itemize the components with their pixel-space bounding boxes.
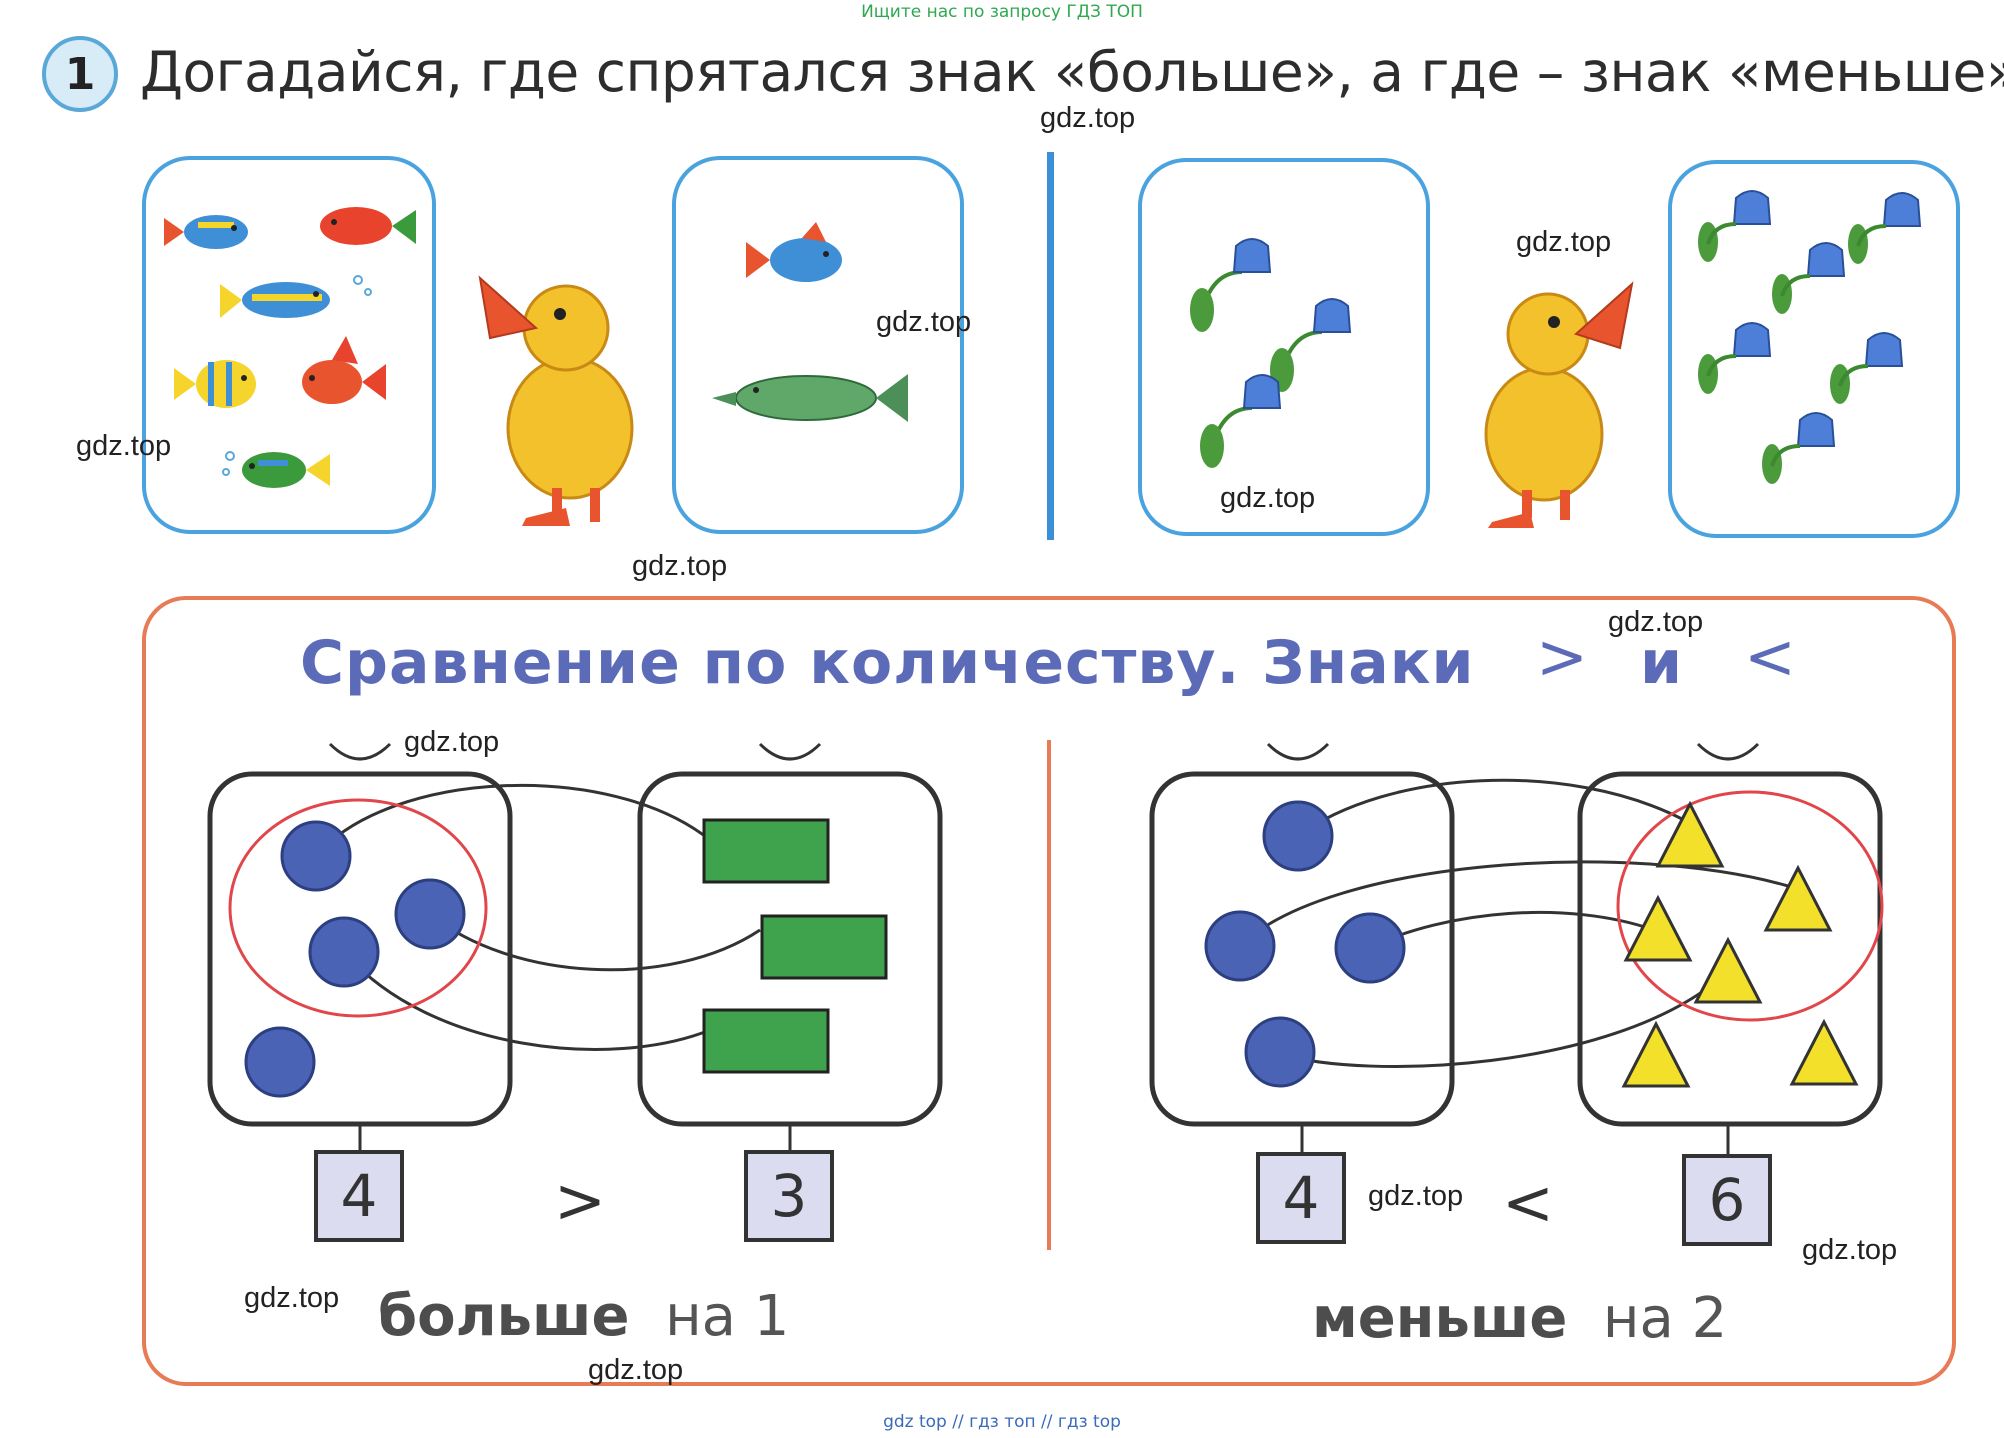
bluebell-icon xyxy=(1772,242,1846,314)
bluebell-icon xyxy=(1190,238,1272,332)
rectangle-shape xyxy=(760,914,888,980)
duckling-left xyxy=(466,268,646,535)
count-value: 4 xyxy=(340,1162,378,1230)
pairing-highlight xyxy=(228,798,488,1018)
triangle-shape xyxy=(1623,894,1693,962)
watermark: gdz.top xyxy=(244,1282,340,1314)
pike-icon xyxy=(712,374,908,422)
count-box-left: 4 xyxy=(314,1150,404,1242)
duckling-icon xyxy=(1484,281,1634,528)
count-box-right: 6 xyxy=(1682,1154,1772,1246)
circle-shape xyxy=(394,878,466,950)
triangle-shape xyxy=(1621,1020,1691,1088)
comparison-sign: > xyxy=(554,1164,606,1237)
section-title: Сравнение по количеству. Знаки xyxy=(300,628,1475,698)
title-sign-greater: > xyxy=(1536,620,1588,693)
bluebell-icon xyxy=(1698,322,1772,394)
greater-word: больше xyxy=(378,1284,630,1349)
bluebell-icon xyxy=(1270,298,1352,392)
watermark: gdz.top xyxy=(1368,1180,1464,1212)
task-instruction: Догадайся, где спрятался знак «больше», … xyxy=(140,40,2004,104)
triangle-shape xyxy=(1763,864,1833,932)
watermark: gdz.top xyxy=(404,726,500,758)
circle-shape xyxy=(1204,910,1276,982)
fish-icon xyxy=(174,360,256,408)
greater-tail: на 1 xyxy=(665,1284,790,1349)
fish-icon xyxy=(320,207,416,245)
bluebell-icon xyxy=(1848,192,1922,264)
count-value: 6 xyxy=(1708,1166,1746,1234)
watermark: gdz.top xyxy=(1802,1234,1898,1266)
less-word: меньше xyxy=(1312,1286,1568,1351)
circle-shape xyxy=(308,916,380,988)
count-value: 3 xyxy=(770,1162,808,1230)
watermark: gdz.top xyxy=(588,1354,684,1386)
triangle-shape xyxy=(1655,800,1725,868)
circle-shape xyxy=(280,820,352,892)
watermark: gdz.top xyxy=(1040,102,1136,134)
bluebell-icon xyxy=(1200,374,1282,468)
bluebells-many-frame xyxy=(1668,160,1960,538)
circle-shape xyxy=(1334,912,1406,984)
count-box-left: 4 xyxy=(1256,1152,1346,1244)
watermark: gdz.top xyxy=(1608,606,1704,638)
bluebell-icon xyxy=(1830,332,1904,404)
bluebell-icon xyxy=(1762,412,1836,484)
less-diagram xyxy=(1149,742,1884,1154)
greater-caption: больше на 1 xyxy=(378,1284,789,1349)
fish-few-frame xyxy=(672,156,964,534)
rectangle-shape xyxy=(702,818,830,884)
fish-group-illustration xyxy=(164,207,416,488)
header-note: Ищите нас по запросу ГДЗ ТОП xyxy=(861,2,1143,22)
duckling-icon xyxy=(478,275,634,526)
circle-shape xyxy=(1262,800,1334,872)
task-number: 1 xyxy=(64,48,96,100)
section-divider xyxy=(1047,740,1051,1250)
title-sign-less: < xyxy=(1744,620,1796,693)
triangle-shape xyxy=(1789,1018,1859,1086)
fish-icon xyxy=(164,215,248,249)
watermark: gdz.top xyxy=(632,550,728,582)
duckling-right xyxy=(1468,278,1638,535)
watermark: gdz.top xyxy=(1516,226,1612,258)
fish-pair-illustration xyxy=(712,222,908,422)
less-tail: на 2 xyxy=(1602,1286,1728,1351)
watermark: gdz.top xyxy=(76,430,172,462)
circle-shape xyxy=(244,1026,316,1098)
fish-icon xyxy=(222,451,330,488)
greater-diagram xyxy=(207,742,943,1154)
pairing-highlight xyxy=(1616,790,1884,1022)
comparison-section xyxy=(142,596,1956,1386)
count-value: 4 xyxy=(1282,1164,1320,1232)
bluebells-few-frame xyxy=(1138,158,1430,536)
fish-icon xyxy=(220,275,372,318)
bluebells-group-illustration xyxy=(1698,190,1922,484)
less-caption: меньше на 2 xyxy=(1312,1286,1727,1351)
watermark: gdz.top xyxy=(1220,482,1316,514)
title-and-word: и xyxy=(1640,628,1683,698)
triangle-shape xyxy=(1693,936,1763,1004)
task-number-badge: 1 xyxy=(42,36,118,112)
fish-many-frame xyxy=(142,156,436,534)
footer-note: gdz top // гдз топ // гдз top xyxy=(883,1412,1121,1432)
fish-icon xyxy=(302,336,386,404)
right-set-box xyxy=(1577,771,1883,1127)
bluebell-icon xyxy=(1698,190,1772,262)
comparison-sign: < xyxy=(1502,1166,1554,1239)
count-box-right: 3 xyxy=(744,1150,834,1242)
frames-divider xyxy=(1047,152,1054,540)
bluebells-illustration xyxy=(1190,238,1352,468)
fish-icon xyxy=(746,222,842,282)
rectangle-shape xyxy=(702,1008,830,1074)
watermark: gdz.top xyxy=(876,306,972,338)
circle-shape xyxy=(1244,1016,1316,1088)
